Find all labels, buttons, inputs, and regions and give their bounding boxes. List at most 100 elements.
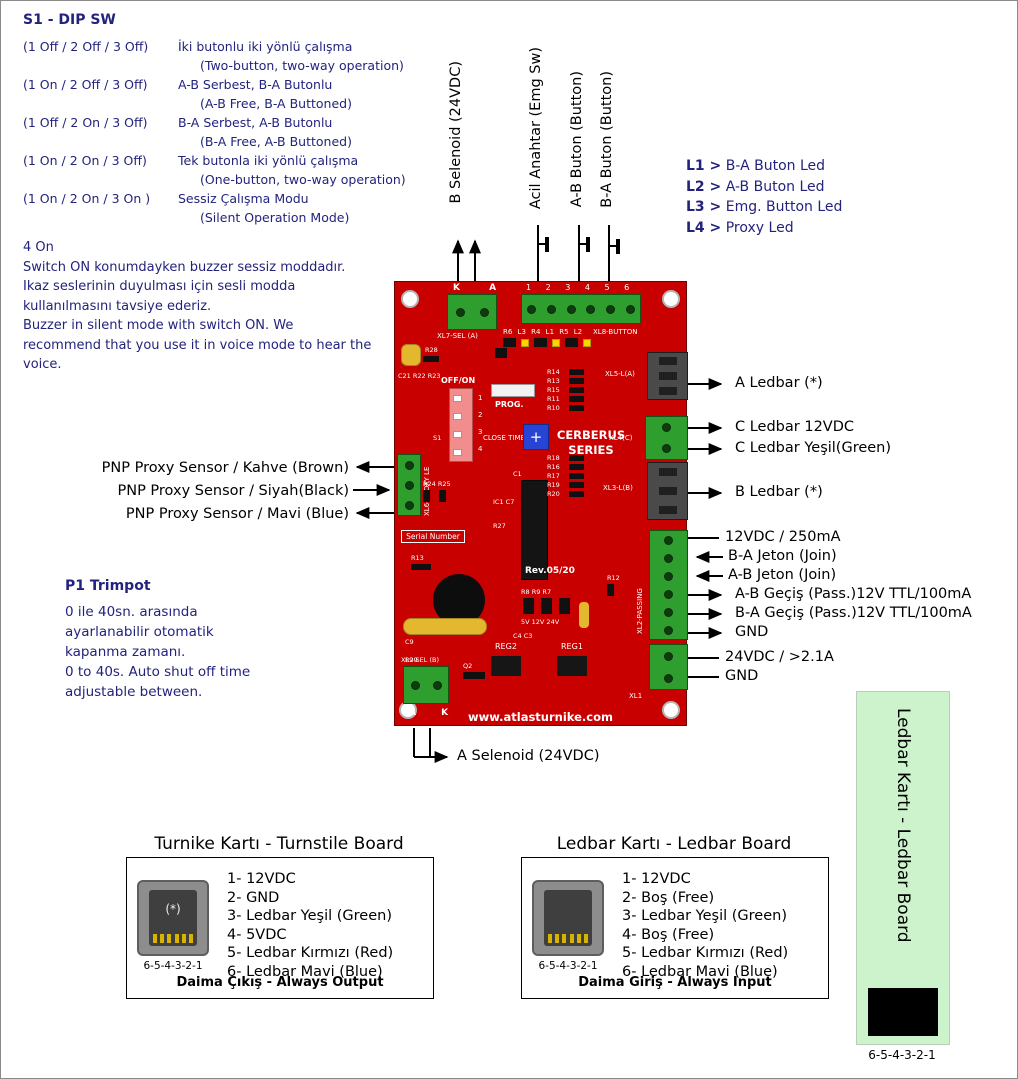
push-button-icons [538, 237, 620, 254]
turnstile-box-title: Turnike Kartı - Turnstile Board [154, 834, 404, 854]
label-a-selenoid: A Selenoid (24VDC) [457, 748, 600, 764]
board-website: www.atlasturnike.com [467, 710, 613, 724]
connector-xl3 [647, 462, 688, 520]
dip-switch-title: S1 - DIP SW [23, 12, 116, 28]
buzzer-note-title: 4 On [23, 240, 54, 255]
board-series-name: CERBERUS SERIES [556, 428, 626, 457]
connector-xl1 [649, 644, 688, 690]
label-ba-button: B-A Buton (Button) [599, 71, 615, 208]
dip-mode-row: (1 On / 2 On / 3 Off)Tek butonla iki yön… [23, 153, 359, 168]
ledbar-strip: Ledbar Kartı - Ledbar Board [856, 691, 950, 1045]
xl3-ref: XL3-L(B) [603, 484, 633, 492]
silkscreen-label: R12 [607, 574, 620, 582]
label-12vdc-250ma: 12VDC / 250mA [725, 529, 841, 545]
label-emg-switch: Acil Anahtar (Emg Sw) [528, 47, 544, 210]
turnstile-box: (*) 6-5-4-3-2-1 1- 12VDC 2- GND 3- Ledba… [126, 857, 434, 999]
serial-number-box: Serial Number [401, 530, 465, 543]
resistor-cluster-labels: R18 R16 R17 R19 R20 [547, 454, 560, 498]
led-legend: L1 > B-A Buton Led L2 > A-B Buton Led L3… [686, 156, 842, 238]
capacitor-c21 [401, 344, 421, 366]
buzzer-note: 4 On Switch ON konumdayken buzzer sessiz… [23, 240, 372, 372]
reg1-label: REG1 [561, 642, 583, 651]
label-b-selenoid: B Selenoid (24VDC) [448, 61, 464, 204]
xl5-ref: XL5-L(A) [605, 370, 635, 378]
trimpot-note-title: P1 Trimpot [65, 578, 151, 594]
prog-label: PROG. [495, 400, 524, 409]
label-b-ledbar: B Ledbar (*) [735, 484, 823, 500]
label-c-ledbar-12v: C Ledbar 12VDC [735, 419, 855, 435]
jack-star-label: (*) [165, 902, 181, 916]
dip-mode-row: (1 On / 2 On / 3 On )Sessiz Çalışma Modu [23, 191, 309, 206]
silkscreen-label: C21 R22 R23 [398, 372, 441, 380]
xl1-ref: XL1 [629, 692, 643, 700]
dip-switch-label: OFF/ON [441, 376, 476, 385]
rj-jack-face [544, 890, 592, 946]
mounting-hole [401, 290, 419, 308]
connector-xl9 [403, 666, 449, 704]
ledbar-pinlist: 1- 12VDC 2- Boş (Free) 3- Ledbar Yeşil (… [622, 871, 789, 980]
close-time-label: CLOSE TIME [483, 434, 525, 442]
resistor [439, 490, 446, 502]
label-ab-button: A-B Buton (Button) [569, 71, 585, 208]
terminal-xl7 [447, 294, 497, 330]
turnstile-pinlist: 1- 12VDC 2- GND 3- Ledbar Yeşil (Green) … [227, 871, 394, 980]
led-legend-row: L2 > A-B Buton Led [686, 178, 825, 195]
dip-mode-row: (1 On / 2 Off / 3 Off)A-B Serbest, B-A B… [23, 77, 333, 92]
buzzer [433, 574, 485, 626]
connector-xl6-proxy [397, 454, 421, 516]
label-ba-gecis: B-A Geçiş (Pass.)12V TTL/100mA [735, 605, 972, 621]
silkscreen-label: S1 [433, 434, 442, 442]
led-legend-row: L3 > Emg. Button Led [686, 199, 843, 215]
board-revision: Rev.05/20 [525, 566, 575, 576]
xl9-ref: XL9-SEL (B) [401, 656, 440, 664]
label-c-ledbar-green: C Ledbar Yeşil(Green) [735, 440, 892, 456]
reg2-label: REG2 [495, 642, 517, 651]
voltage-jumpers [523, 598, 570, 614]
xl2-ref: XL2-PASSING [636, 588, 644, 634]
dip-mode-row: (1 Off / 2 On / 3 Off)B-A Serbest, A-B B… [23, 115, 333, 130]
mounting-hole [662, 290, 680, 308]
jack-pin-order: 6-5-4-3-2-1 [538, 960, 598, 972]
prog-component [491, 384, 535, 397]
xl7-ref: XL7-SEL (A) [437, 332, 478, 340]
trimpot-note: P1 Trimpot 0 ile 40sn. arasında ayarlana… [65, 578, 251, 700]
dip-switch-info: S1 - DIP SW (1 Off / 2 Off / 3 Off)İki b… [23, 12, 406, 225]
label-ab-gecis: A-B Geçiş (Pass.)12V TTL/100mA [735, 586, 972, 602]
capacitor-c9 [403, 618, 487, 635]
led-row-labels: R6 L3 R4 L1 R5 L2 [503, 328, 583, 336]
rj-jack-face: (*) [149, 890, 197, 946]
proxy-sensor-labels: PNP Proxy Sensor / Kahve (Brown) PNP Pro… [101, 460, 349, 522]
dip-mode-row: (1 Off / 2 Off / 3 Off)İki butonlu iki y… [23, 39, 353, 54]
label-gnd-2: GND [725, 668, 759, 684]
xl8-ref: XL8-BUTTON [593, 328, 638, 336]
resistor-cluster [569, 369, 584, 411]
pcb-board: K A XL7-SEL (A) 1 2 3 4 5 6 XL8-BUTTON R… [394, 281, 688, 726]
ledbar-strip-connector [868, 988, 938, 1036]
resistor [411, 564, 431, 570]
silkscreen-label: C9 [405, 638, 414, 646]
mounting-hole [662, 701, 680, 719]
label-ba-jeton: B-A Jeton (Join) [728, 548, 837, 564]
silkscreen-label: C4 C3 [513, 632, 533, 640]
resistor [423, 356, 439, 362]
label-a-ledbar: A Ledbar (*) [735, 375, 823, 391]
silkscreen-label: R13 [411, 554, 424, 562]
ledbar-box: 6-5-4-3-2-1 1- 12VDC 2- Boş (Free) 3- Le… [521, 857, 829, 999]
terminal-xl8-button [521, 294, 641, 324]
ledbar-strip-pin-order: 6-5-4-3-2-1 [868, 1048, 936, 1062]
dip-switch-numbers: 1 2 3 4 [478, 394, 483, 453]
silkscreen-label: Q2 [463, 662, 473, 670]
xl4-ref: XL4(C) [609, 434, 633, 442]
p1-trimpot: + [523, 424, 549, 450]
xl8-pin-numbers: 1 2 3 4 5 6 [526, 283, 630, 292]
ic-chip [521, 480, 548, 580]
silkscreen-label: R27 [493, 522, 506, 530]
rj-jack-turnstile: (*) [137, 880, 209, 956]
silkscreen-label: R29 [405, 656, 418, 664]
silkscreen-label: R8 R9 R7 [521, 588, 552, 596]
led-row [503, 338, 591, 347]
ledbar-box-title: Ledbar Kartı - Ledbar Board [556, 834, 792, 854]
voltage-jumper-labels: 5V 12V 24V [521, 618, 560, 626]
